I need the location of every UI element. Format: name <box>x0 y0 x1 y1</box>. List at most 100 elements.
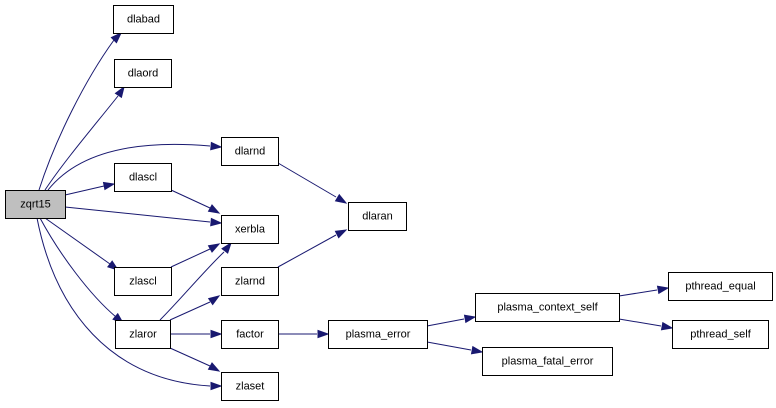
node-box[interactable] <box>221 137 279 166</box>
node-label: dlaran <box>362 211 393 223</box>
edge-zqrt15-to-dlascl <box>64 181 116 196</box>
node-dlascl[interactable]: dlascl <box>114 163 172 192</box>
edge-line <box>618 318 662 327</box>
edge-line <box>169 301 211 321</box>
node-box[interactable] <box>328 320 428 349</box>
edge-zqrt15-to-dlabad <box>38 31 123 191</box>
node-box[interactable] <box>221 267 279 296</box>
edge-line <box>159 251 225 321</box>
arrowhead-icon <box>470 345 484 355</box>
arrowhead-icon <box>210 141 223 151</box>
edge-line <box>277 234 337 268</box>
edge-zlaror-to-factor <box>170 329 223 339</box>
edge-line <box>36 217 211 387</box>
node-label: zlascl <box>129 276 157 288</box>
node-plasma_error[interactable]: plasma_error <box>328 320 428 349</box>
arrowhead-icon <box>114 85 125 99</box>
edge-zqrt15-to-dlaord <box>44 85 125 191</box>
edge-zlaror-to-zlaset <box>169 347 221 372</box>
arrowhead-icon <box>334 193 348 204</box>
node-box[interactable] <box>221 320 279 349</box>
edge-zqrt15-to-dlarnd <box>47 141 223 191</box>
arrowhead-icon <box>210 217 223 227</box>
edge-dlascl-to-xerbla <box>170 189 221 214</box>
node-box[interactable] <box>115 320 171 349</box>
edge-line <box>170 189 211 209</box>
node-box[interactable] <box>114 267 172 296</box>
edge-line <box>277 162 337 198</box>
edge-line <box>618 289 658 297</box>
arrowhead-icon <box>656 285 670 295</box>
node-label: zlaror <box>129 329 157 341</box>
arrowhead-icon <box>207 204 221 214</box>
edge-zlascl-to-xerbla <box>170 243 221 268</box>
node-label: zqrt15 <box>20 199 51 211</box>
node-zlaror[interactable]: zlaror <box>115 320 171 349</box>
arrowhead-icon <box>334 229 348 239</box>
node-dlabad[interactable]: dlabad <box>113 5 174 34</box>
node-plasma_fatal_error[interactable]: plasma_fatal_error <box>482 347 613 376</box>
node-zlascl[interactable]: zlascl <box>114 267 172 296</box>
arrowhead-icon <box>660 321 674 331</box>
node-box[interactable] <box>475 293 620 322</box>
arrowhead-icon <box>207 362 221 372</box>
arrowhead-icon <box>210 381 223 391</box>
edge-line <box>64 185 105 196</box>
node-pthread_equal[interactable]: pthread_equal <box>668 272 773 301</box>
edge-zlarnd-to-dlaran <box>277 229 348 268</box>
arrowhead-icon <box>210 329 223 339</box>
node-label: dlascl <box>129 172 157 184</box>
node-box[interactable] <box>5 190 66 219</box>
node-box[interactable] <box>672 320 769 349</box>
node-label: plasma_error <box>346 329 411 341</box>
edge-dlarnd-to-dlaran <box>277 162 348 204</box>
node-label: dlarnd <box>235 146 266 158</box>
node-box[interactable] <box>114 163 172 192</box>
node-box[interactable] <box>114 59 172 88</box>
node-xerbla[interactable]: xerbla <box>221 215 279 244</box>
edge-factor-to-plasma_error <box>278 329 330 339</box>
arrowhead-icon <box>463 314 477 324</box>
edge-zlaror-to-zlarnd <box>169 295 221 321</box>
edge-zqrt15-to-xerbla <box>64 206 223 227</box>
node-dlaord[interactable]: dlaord <box>114 59 172 88</box>
node-box[interactable] <box>221 215 279 244</box>
node-zlarnd[interactable]: zlarnd <box>221 267 279 296</box>
node-pthread_self[interactable]: pthread_self <box>672 320 769 349</box>
node-dlarnd[interactable]: dlarnd <box>221 137 279 166</box>
arrowhead-icon <box>110 31 123 44</box>
node-box[interactable] <box>113 5 174 34</box>
edge-plasma_context_self-to-pthread_equal <box>618 285 670 297</box>
arrowhead-icon <box>207 295 221 306</box>
node-box[interactable] <box>348 202 407 231</box>
edge-plasma_context_self-to-pthread_self <box>618 318 674 331</box>
edge-zqrt15-to-zlascl <box>44 217 120 271</box>
edge-line <box>39 217 117 318</box>
edge-line <box>47 143 211 191</box>
node-label: xerbla <box>235 224 266 236</box>
nodes-layer: zqrt15 dlabad dlaord dlarnd dlascl xerbla zlas… <box>5 5 773 401</box>
node-zlaset[interactable]: zlaset <box>221 372 279 401</box>
node-factor[interactable]: factor <box>221 320 279 349</box>
arrowhead-icon <box>102 181 116 191</box>
edge-line <box>38 39 115 191</box>
node-box[interactable] <box>668 272 773 301</box>
node-label: plasma_fatal_error <box>502 356 594 368</box>
node-label: plasma_context_self <box>497 302 598 314</box>
edge-line <box>170 248 211 268</box>
edge-plasma_error-to-plasma_fatal_error <box>426 341 484 355</box>
node-box[interactable] <box>482 347 613 376</box>
node-dlaran[interactable]: dlaran <box>348 202 407 231</box>
node-plasma_context_self[interactable]: plasma_context_self <box>475 293 620 322</box>
node-zqrt15[interactable]: zqrt15 <box>5 190 66 219</box>
arrowhead-icon <box>317 329 330 339</box>
edge-zlaror-to-xerbla <box>159 241 232 321</box>
edge-line <box>426 318 465 327</box>
arrowhead-icon <box>207 243 221 253</box>
node-box[interactable] <box>221 372 279 401</box>
arrowhead-icon <box>221 241 232 254</box>
edge-line <box>64 206 211 223</box>
node-label: pthread_self <box>690 329 751 341</box>
node-label: dlabad <box>127 14 160 26</box>
